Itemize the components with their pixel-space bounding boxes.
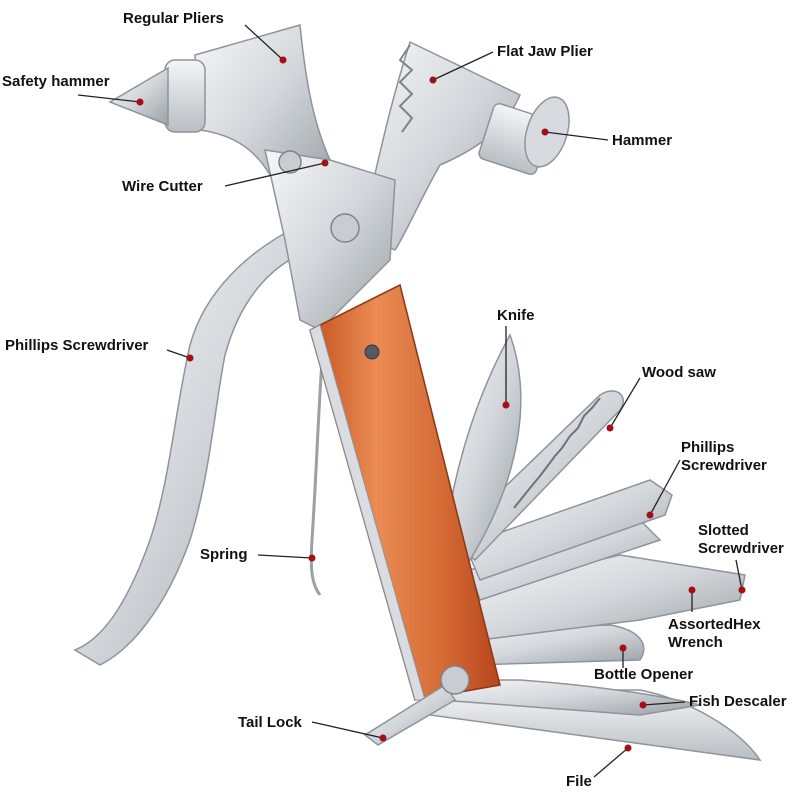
callout-assorted-hex-wrench-line1: AssortedHex [668, 616, 761, 633]
callout-flat-jaw-plier: Flat Jaw Plier [497, 43, 593, 60]
dot-tail-lock [379, 734, 387, 742]
leader-fish-descaler [642, 701, 686, 706]
leader-flat-jaw-plier [432, 51, 494, 81]
callout-tail-lock: Tail Lock [238, 714, 302, 731]
spring-wire [309, 359, 324, 596]
dot-flat-jaw-plier [429, 76, 437, 84]
callout-wood-saw: Wood saw [642, 364, 716, 381]
dot-assorted-hex-wrench [688, 586, 696, 594]
leader-phillips-screwdriver-right [649, 459, 681, 516]
leader-hammer [544, 131, 609, 141]
callout-regular-pliers: Regular Pliers [123, 10, 224, 27]
callout-hammer: Hammer [612, 132, 673, 149]
callout-phillips-screwdriver-right: Phillips Screwdriver [681, 439, 767, 475]
dot-wire-cutter [321, 159, 329, 167]
callout-phillips-screwdriver-right-line2: Screwdriver [681, 457, 767, 474]
callout-slotted-screwdriver-line1: Slotted [698, 522, 749, 539]
callout-file: File [566, 773, 592, 790]
callout-phillips-screwdriver-left: Phillips Screwdriver [5, 337, 149, 354]
leader-wire-cutter [224, 162, 326, 187]
dot-wood-saw [606, 424, 614, 432]
callout-phillips-screwdriver-right-line1: Phillips [681, 439, 735, 456]
callout-assorted-hex-wrench-line2: Wrench [668, 634, 723, 651]
leader-tail-lock [311, 721, 384, 739]
wood-saw-teeth [513, 397, 601, 509]
leader-safety-hammer [77, 94, 141, 103]
leader-slotted-screwdriver [735, 559, 743, 591]
callout-safety-hammer: Safety hammer [2, 73, 110, 90]
leader-spring [257, 554, 313, 559]
handle-screw [364, 344, 380, 360]
dot-bottle-opener [619, 644, 627, 652]
dot-regular-pliers [279, 56, 287, 64]
flat-jaw-teeth [398, 44, 414, 133]
left-handle-arm [73, 223, 311, 666]
dot-fish-descaler [639, 701, 647, 709]
callout-fish-descaler: Fish Descaler [689, 693, 787, 710]
fish-descaler-blade [428, 679, 701, 716]
dot-phillips-screwdriver-right [646, 511, 654, 519]
leader-file [593, 747, 629, 778]
dot-hammer [541, 128, 549, 136]
phillips-screwdriver-right-blade [463, 479, 673, 581]
pivot-rivet-main [330, 213, 360, 243]
callout-dots [136, 56, 746, 752]
dot-spring [308, 554, 316, 562]
dot-phillips-screwdriver-left [186, 354, 194, 362]
callout-wire-cutter: Wire Cutter [122, 178, 203, 195]
callout-leaders [77, 24, 743, 778]
dot-slotted-screwdriver [738, 586, 746, 594]
pivot-body [264, 149, 396, 331]
callout-assorted-hex-wrench: AssortedHex Wrench [668, 616, 761, 652]
leader-regular-pliers [244, 24, 284, 61]
dot-knife [502, 401, 510, 409]
leader-phillips-screwdriver-left [166, 349, 191, 359]
callout-spring: Spring [200, 546, 248, 563]
dot-file [624, 744, 632, 752]
callout-slotted-screwdriver: Slotted Screwdriver [698, 522, 784, 558]
dot-safety-hammer [136, 98, 144, 106]
tail-lock [363, 665, 470, 746]
knife-blade [444, 333, 522, 562]
pivot-rivet-top [278, 150, 302, 174]
callout-slotted-screwdriver-line2: Screwdriver [698, 540, 784, 557]
callout-knife: Knife [497, 307, 535, 324]
callout-bottle-opener: Bottle Opener [594, 666, 694, 683]
safety-hammer-head [108, 59, 206, 133]
leader-wood-saw [609, 377, 641, 429]
